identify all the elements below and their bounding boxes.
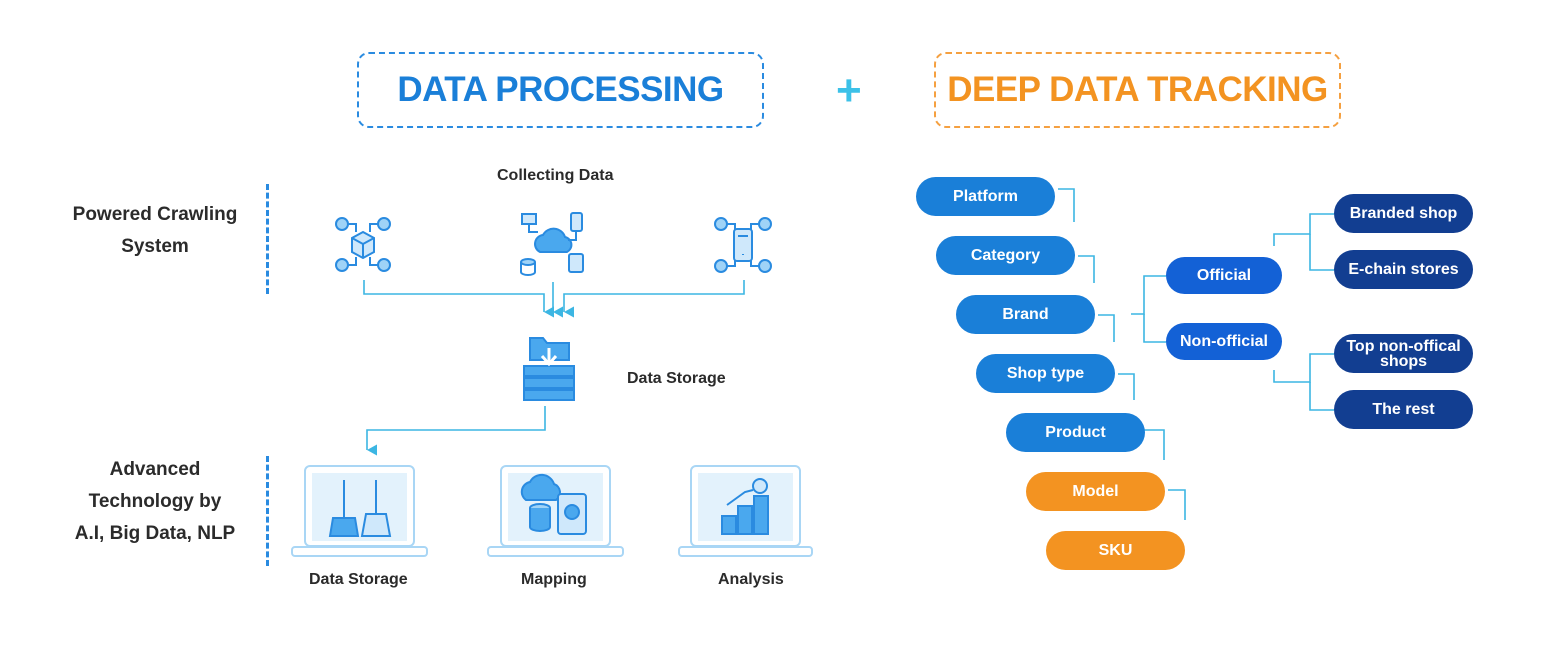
network-cube-icon [335,217,391,272]
powered-crawling-label: Powered Crawling System [72,204,238,257]
advanced-technology-label: Advanced Technology by A.I, Big Data, NL… [74,459,236,544]
level-platform: Platform [916,177,1055,216]
advanced-divider [266,456,269,566]
data-storage-label: Data Storage [627,370,726,387]
bottom-label-analysis: Analysis [718,571,784,588]
laptop-analysis-icon [678,465,813,557]
e-chain-stores: E-chain stores [1334,250,1473,289]
branded-shop: Branded shop [1334,194,1473,233]
laptop-cleanup-icon [291,465,428,557]
laptop-mapping-icon [487,465,624,557]
shop-type-non-official: Non-official [1166,323,1282,360]
powered-divider [266,184,269,294]
level-brand: Brand [956,295,1095,334]
bottom-label-mapping: Mapping [521,571,587,588]
level-model: Model [1026,472,1165,511]
deep-data-tracking-title: DEEP DATA TRACKING [934,52,1341,128]
shop-type-official: Official [1166,257,1282,294]
top-non-official-shops: Top non-offical shops [1334,334,1473,373]
level-product: Product [1006,413,1145,452]
collecting-data-label: Collecting Data [497,167,614,184]
network-phone-icon [714,217,772,273]
collect-arrows [363,280,745,456]
the-rest: The rest [1334,390,1473,429]
data-processing-title: DATA PROCESSING [357,52,764,128]
plus-icon: + [836,66,862,115]
level-shop-type: Shop type [976,354,1115,393]
tracking-connectors [1058,188,1334,520]
storage-server-icon [523,337,575,401]
cloud-devices-icon [520,212,584,276]
level-category: Category [936,236,1075,275]
level-sku: SKU [1046,531,1185,570]
bottom-label-data-storage: Data Storage [309,571,408,588]
